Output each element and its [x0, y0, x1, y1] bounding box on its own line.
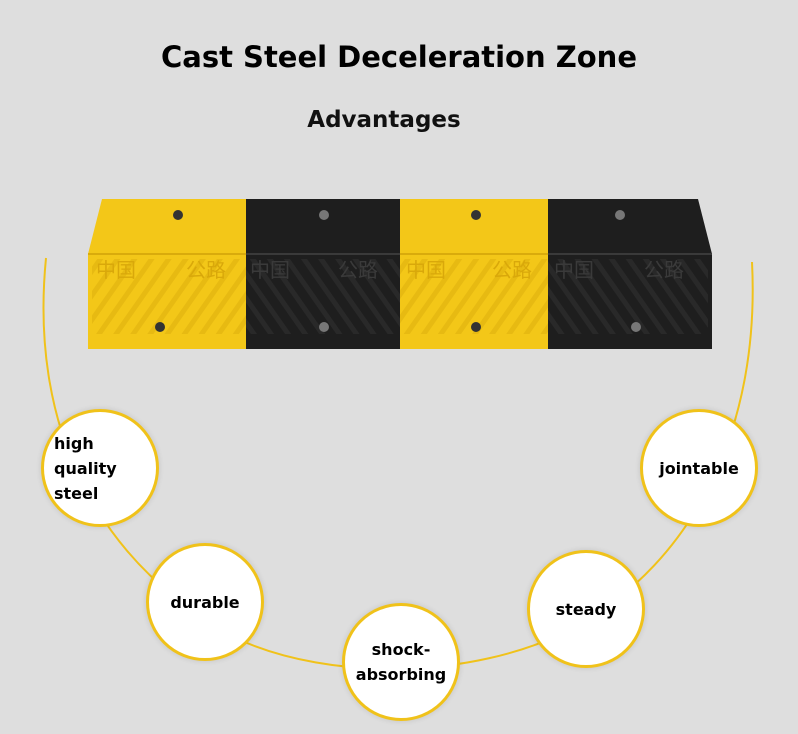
- svg-text:公路: 公路: [186, 258, 226, 282]
- page-title: Cast Steel Deceleration Zone: [160, 40, 637, 74]
- svg-text:公路: 公路: [492, 258, 532, 282]
- bump-segment-black: 中国 公路: [548, 199, 712, 349]
- advantage-label: jointable: [659, 458, 739, 478]
- svg-text:中国: 中国: [554, 258, 594, 282]
- advantage-bubble-steady: steady: [527, 550, 645, 668]
- svg-text:中国: 中国: [96, 258, 136, 282]
- advantage-bubble-durable: durable: [146, 543, 264, 661]
- svg-text:中国: 中国: [250, 258, 290, 282]
- advantage-label: shock-absorbing: [355, 640, 447, 684]
- advantage-bubble-shock-absorbing: shock-absorbing: [342, 603, 460, 721]
- bump-segment-yellow: 中国 公路: [400, 199, 548, 349]
- page-subtitle: Advantages: [307, 107, 461, 133]
- speed-bump-image: 中国 公路 中国 公路 中国 公路: [88, 199, 712, 349]
- advantage-label: high quality steel: [54, 433, 117, 503]
- bump-segment-yellow: 中国 公路: [88, 199, 246, 349]
- advantage-label: durable: [170, 592, 240, 612]
- advantage-bubble-high-quality-steel: high quality steel: [41, 409, 159, 527]
- svg-text:公路: 公路: [644, 258, 684, 282]
- svg-text:中国: 中国: [406, 258, 446, 282]
- svg-text:公路: 公路: [338, 258, 378, 282]
- bump-segment-black: 中国 公路: [246, 199, 400, 349]
- advantage-label: steady: [555, 599, 617, 619]
- advantage-bubble-jointable: jointable: [640, 409, 758, 527]
